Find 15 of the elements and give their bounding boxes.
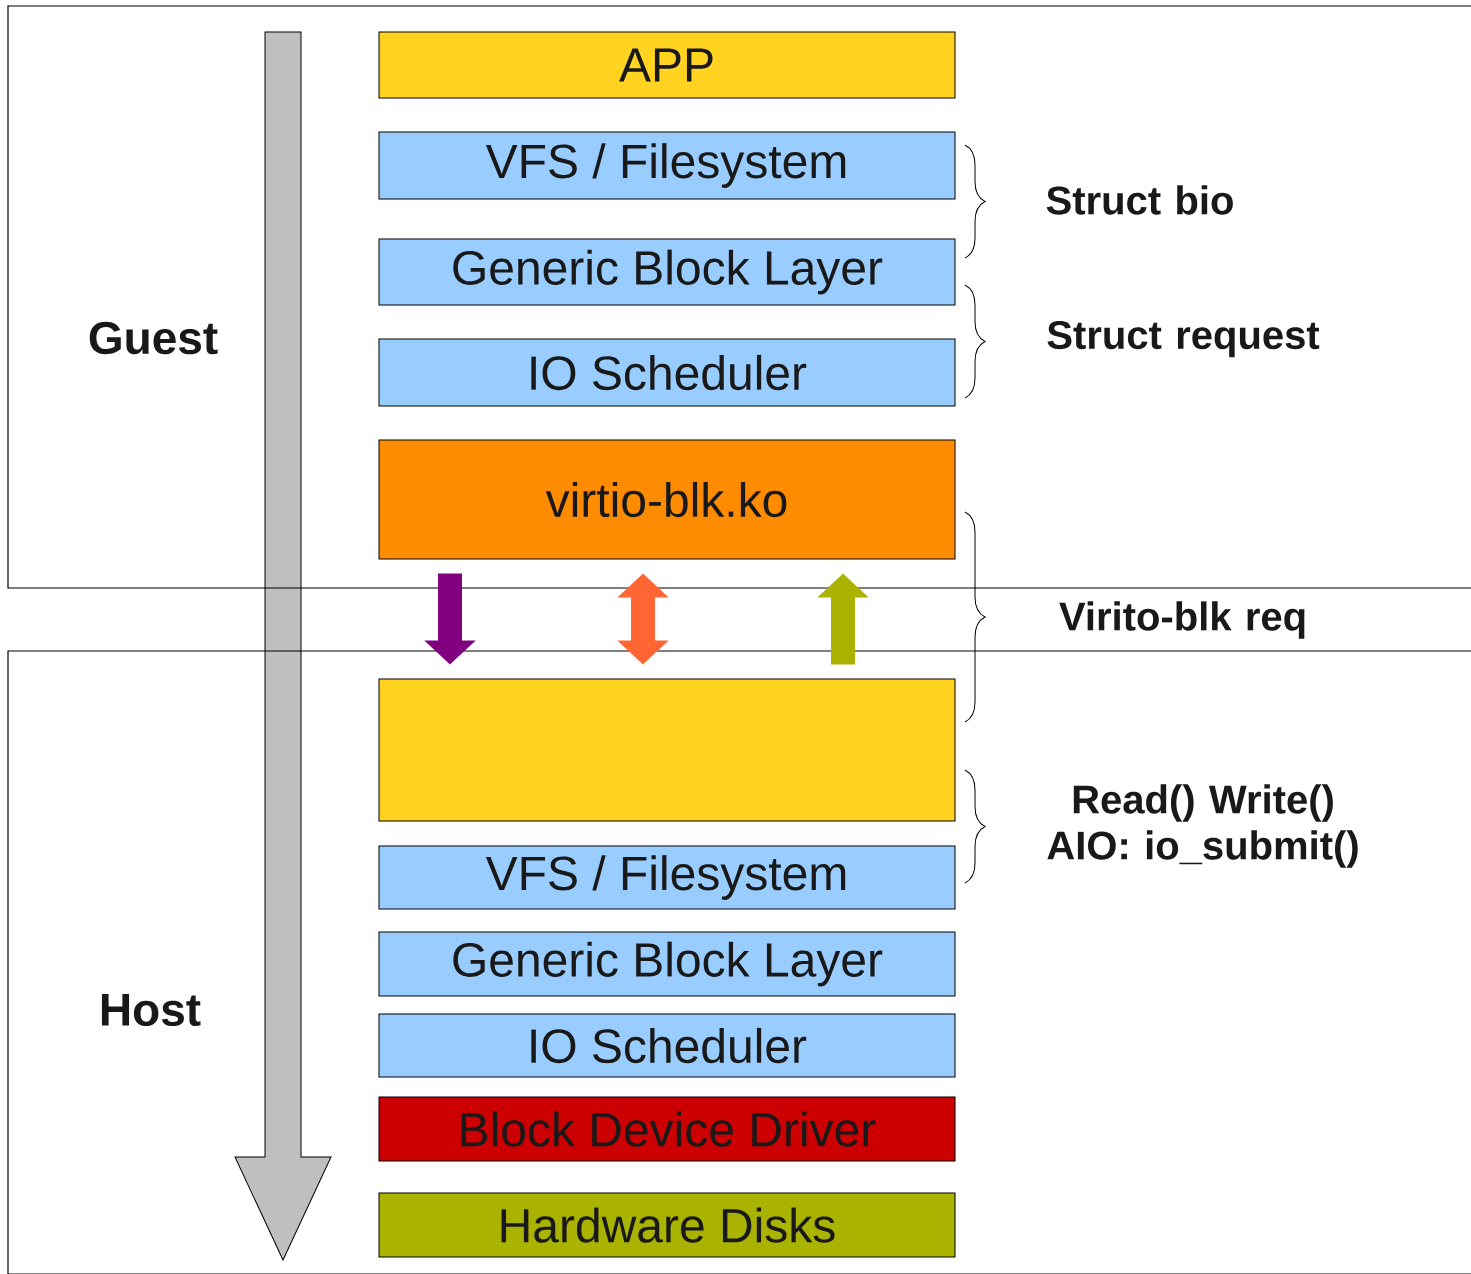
- brace-label: Struct bio: [1046, 185, 1233, 215]
- layer-box: Hardware Disks: [378, 1192, 956, 1258]
- layer-box: VFS / Filesystem: [378, 131, 956, 200]
- layer-box: VFS / Filesystem: [378, 845, 956, 910]
- layer-box: [378, 678, 956, 822]
- layer-box: Generic Block Layer: [378, 931, 956, 997]
- layer-box: IO Scheduler: [378, 338, 956, 407]
- layer-box: Generic Block Layer: [378, 238, 956, 306]
- layer-box: IO Scheduler: [378, 1013, 956, 1078]
- layer-box: Block Device Driver: [378, 1096, 956, 1162]
- brace-label: Read() Write() AIO: io_submit(): [1047, 784, 1358, 868]
- brace-label: Struct request: [1047, 320, 1320, 358]
- brace-label: Virito-blk req: [1059, 601, 1305, 639]
- layer-box: APP: [378, 31, 956, 99]
- layer-box: virtio-blk.ko: [378, 439, 956, 560]
